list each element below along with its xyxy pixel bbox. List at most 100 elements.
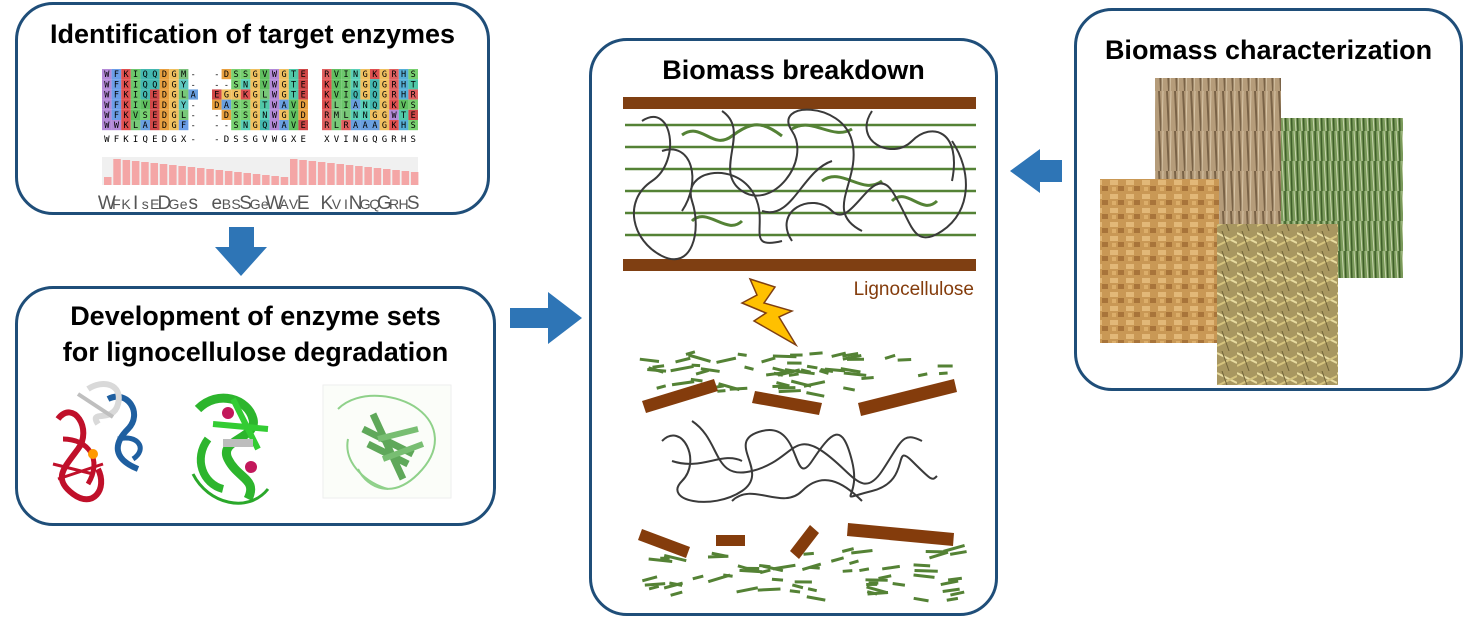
conservation-bar	[197, 168, 205, 185]
biomass-breakdown-scheme: Lignocellulose	[592, 41, 1001, 619]
msa-residue: V	[262, 80, 267, 90]
msa-residue: G	[253, 80, 258, 90]
msa-residue: N	[243, 121, 248, 131]
cellulose-fragment	[758, 589, 781, 590]
conservation-bar	[271, 176, 279, 185]
msa-residue: D	[301, 101, 306, 111]
msa-residue: W	[272, 80, 278, 90]
cellulose-fragment	[948, 578, 962, 580]
cellulose-fragment	[692, 365, 700, 366]
msa-residue: F	[114, 70, 119, 80]
cellulose-fragment	[791, 381, 811, 386]
msa-residue: F	[114, 80, 119, 90]
msa-residue: S	[411, 101, 416, 111]
cellulose-fragment	[868, 592, 888, 594]
cellulose-fragment	[861, 378, 873, 379]
conservation-bar	[309, 161, 317, 185]
logo-letter: F	[112, 196, 121, 212]
cellulose-fragment	[779, 391, 801, 392]
biomass-photo-straw	[1217, 224, 1338, 385]
msa-consensus-residue: G	[252, 135, 257, 145]
msa-residue: S	[411, 121, 416, 131]
cellulose-fragment	[843, 388, 854, 390]
msa-residue: E	[152, 121, 157, 131]
msa-consensus-residue: S	[410, 135, 415, 145]
logo-letter: s	[188, 193, 198, 214]
msa-residue: I	[343, 70, 348, 80]
msa-residue: G	[253, 101, 258, 111]
conservation-bar	[169, 165, 177, 185]
msa-residue: V	[334, 80, 339, 90]
cellulose-fragment	[859, 569, 869, 571]
msa-residue: N	[363, 101, 368, 111]
lightning-bolt-icon	[742, 279, 796, 345]
panel-development: Development of enzyme sets for lignocell…	[15, 286, 496, 526]
logo-letter: S	[407, 193, 420, 214]
msa-residue: K	[324, 91, 330, 101]
cellulose-fragment	[882, 566, 900, 569]
msa-residue: -	[214, 80, 219, 90]
conservation-bar	[402, 171, 410, 185]
protein-structure-1-image	[53, 384, 140, 499]
cellulose-fragment	[716, 358, 735, 362]
msa-residue: Q	[152, 70, 157, 80]
biomass-photo-wood-chips	[1100, 179, 1219, 343]
cellulose-fragment	[642, 577, 657, 581]
msa-residue: K	[123, 121, 129, 131]
msa-residue: K	[123, 80, 129, 90]
conservation-bar	[225, 171, 233, 185]
lignocellulose-label: Lignocellulose	[854, 279, 974, 300]
arrow-right-icon	[510, 292, 582, 344]
cellulose-fragment	[950, 552, 966, 555]
msa-residue: V	[262, 70, 267, 80]
msa-residue: G	[363, 91, 368, 101]
msa-residue: Y	[181, 80, 186, 90]
msa-residue: G	[171, 121, 176, 131]
msa-residue: E	[411, 111, 416, 121]
logo-letter: E	[297, 193, 310, 214]
msa-residue: R	[391, 80, 397, 90]
msa-residue: -	[191, 111, 196, 121]
msa-residue: D	[162, 121, 167, 131]
msa-residue: K	[243, 91, 249, 101]
msa-residue: V	[133, 111, 138, 121]
logo-letter: I	[344, 196, 348, 212]
cellulose-fragment	[831, 558, 843, 561]
msa-residue: S	[233, 70, 238, 80]
msa-residue: G	[253, 91, 258, 101]
conservation-bar	[206, 169, 214, 185]
msa-residue: H	[401, 121, 406, 131]
cellulose-fragment	[790, 591, 800, 592]
msa-consensus-residue: G	[362, 135, 367, 145]
conservation-bar	[327, 163, 335, 185]
msa-residue: T	[262, 101, 267, 111]
logo-letter: s	[142, 196, 149, 212]
msa-residue: W	[272, 121, 278, 131]
cellulose-fragment	[708, 575, 730, 582]
msa-residue: V	[143, 101, 148, 111]
cellulose-fragment	[772, 579, 783, 580]
msa-consensus-residue: W	[104, 135, 110, 145]
msa-residue: L	[334, 101, 339, 111]
msa-residue: G	[281, 70, 286, 80]
msa-residue: W	[272, 111, 278, 121]
panel-breakdown: Biomass breakdown	[589, 38, 998, 616]
conservation-bar	[132, 161, 140, 185]
protein-structure-3-image	[323, 385, 451, 498]
msa-residue: G	[281, 91, 286, 101]
msa-consensus-residue: Q	[372, 135, 377, 145]
msa-residue: L	[181, 111, 186, 121]
conservation-bar	[178, 166, 186, 185]
msa-consensus-residue: F	[114, 135, 119, 145]
msa-residue: I	[343, 80, 348, 90]
conservation-bar	[188, 167, 196, 185]
cellulose-fragment	[843, 571, 853, 572]
msa-residue: Q	[372, 80, 377, 90]
msa-residue: T	[291, 70, 296, 80]
conservation-bar	[216, 170, 224, 185]
msa-residue: W	[272, 101, 278, 111]
msa-consensus-residue: S	[233, 135, 238, 145]
msa-consensus-residue: E	[300, 135, 305, 145]
msa-residue: A	[363, 121, 368, 131]
